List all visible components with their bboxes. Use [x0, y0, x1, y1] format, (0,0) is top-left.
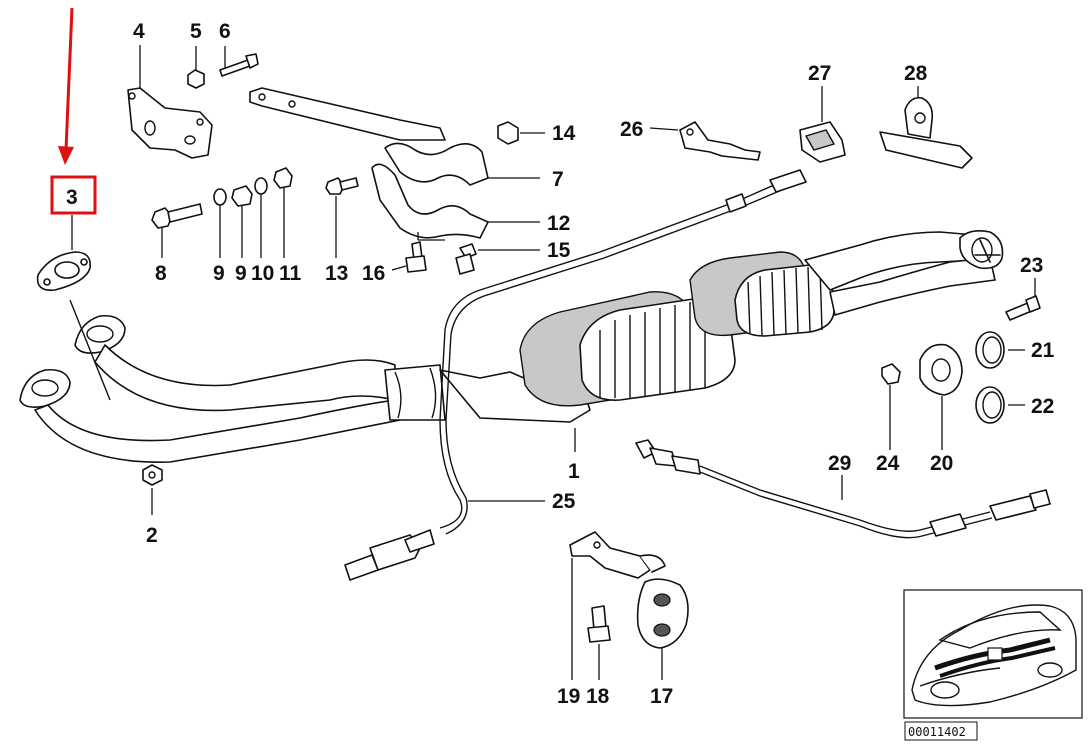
bracket-26[interactable]: [649, 121, 761, 161]
label-20: 20: [930, 452, 953, 475]
label-7: 7: [552, 168, 564, 191]
label-3: 3: [66, 186, 78, 209]
catalytic-converter-1[interactable]: [439, 230, 1004, 452]
label-2: 2: [146, 524, 158, 547]
nut-24[interactable]: [881, 363, 901, 450]
label-18: 18: [586, 685, 610, 708]
ring-22[interactable]: [975, 386, 1025, 424]
label-10: 10: [251, 262, 274, 285]
hanger-strap[interactable]: [249, 87, 446, 141]
label-17: 17: [650, 685, 673, 708]
label-23: 23: [1020, 254, 1043, 277]
bolt-18[interactable]: [587, 605, 611, 680]
label-11: 11: [279, 262, 302, 285]
label-4: 4: [133, 20, 145, 43]
label-24: 24: [876, 452, 900, 475]
bolt-8[interactable]: [151, 203, 203, 258]
label-5: 5: [190, 20, 202, 43]
car-location-inset: 00011402: [903, 589, 1083, 741]
washer-10[interactable]: [254, 177, 268, 258]
nut-2[interactable]: [142, 464, 163, 515]
label-8: 8: [155, 262, 167, 285]
ring-21[interactable]: [975, 331, 1025, 369]
label-15: 15: [547, 239, 571, 262]
highlight-marker: [50, 7, 97, 215]
label-22: 22: [1031, 395, 1054, 418]
gasket-3[interactable]: [36, 215, 92, 292]
nut-9b[interactable]: [231, 185, 253, 258]
label-16: 16: [362, 262, 385, 285]
label-13: 13: [325, 262, 348, 285]
bolt-13[interactable]: [325, 177, 359, 258]
front-pipe-assembly[interactable]: [19, 299, 446, 463]
label-27: 27: [808, 62, 831, 85]
label-9b: 9: [235, 262, 247, 285]
nut-11[interactable]: [273, 167, 293, 258]
bracket-19[interactable]: [569, 531, 666, 680]
label-29: 29: [828, 452, 851, 475]
nut-14[interactable]: [497, 121, 545, 145]
bolt-6[interactable]: [219, 46, 259, 77]
clamp-7[interactable]: [384, 142, 540, 186]
part-labels: 1 2 3 4 5 6 7 8 9 9 10 11 12 13 14 15 16…: [66, 20, 1055, 708]
label-1: 1: [568, 460, 580, 483]
gasket-20[interactable]: [919, 343, 963, 450]
label-25: 25: [552, 490, 576, 513]
label-9a: 9: [213, 262, 225, 285]
label-19: 19: [557, 685, 580, 708]
nut-5[interactable]: [187, 46, 205, 89]
oxygen-sensor-29[interactable]: [635, 439, 1051, 539]
label-12: 12: [547, 212, 570, 235]
clamp-12[interactable]: [371, 163, 540, 241]
bracket-4[interactable]: [127, 45, 213, 159]
bolt-15[interactable]: [455, 243, 540, 275]
bolt-23[interactable]: [1005, 278, 1041, 321]
bolt-16[interactable]: [391, 241, 427, 273]
label-28: 28: [904, 62, 928, 85]
oxygen-sensor-25[interactable]: [344, 169, 807, 581]
rubber-mount-17[interactable]: [636, 578, 689, 680]
mount-28[interactable]: [879, 86, 973, 169]
clip-27[interactable]: [799, 86, 846, 163]
label-14: 14: [552, 122, 576, 145]
label-21: 21: [1031, 339, 1055, 362]
label-6: 6: [219, 20, 231, 43]
inset-ref-number: 00011402: [908, 725, 966, 739]
label-26: 26: [620, 118, 643, 141]
washer-9a[interactable]: [213, 188, 227, 258]
